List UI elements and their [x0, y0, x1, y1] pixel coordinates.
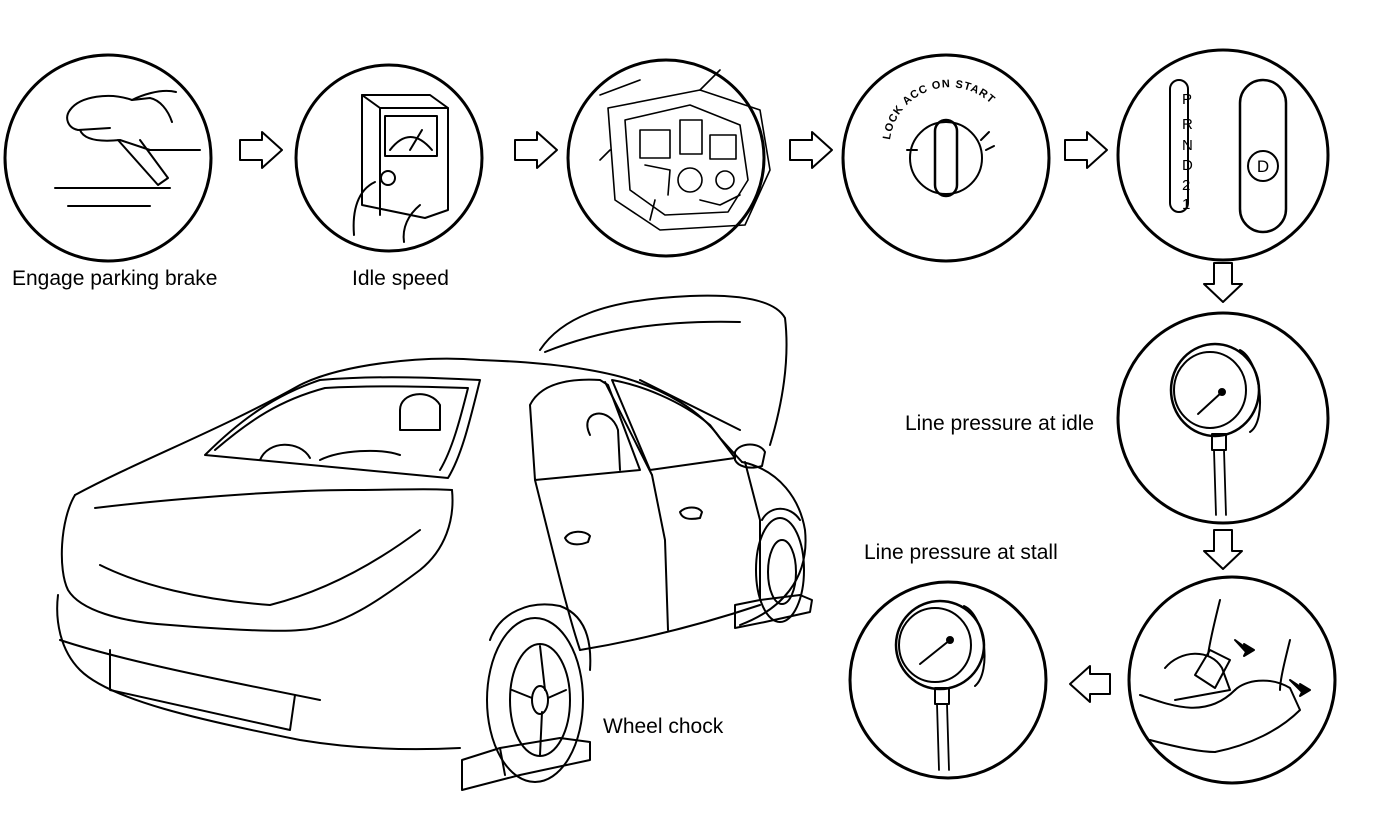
- pressure-gauge-icon: [1169, 342, 1261, 516]
- label-line-pressure-idle: Line pressure at idle: [905, 412, 1095, 435]
- arrow-right-icon: [514, 131, 558, 169]
- selected-gear: D: [1257, 157, 1269, 176]
- step-stall-pedals: [1127, 575, 1337, 785]
- engine-block-icon: [599, 69, 771, 231]
- gear-r: R: [1182, 116, 1193, 133]
- car-illustration: [56, 294, 813, 791]
- gear-n: N: [1182, 137, 1193, 154]
- gear-p: P: [1182, 91, 1192, 108]
- arrow-right-icon: [789, 131, 833, 169]
- label-wheel-chock: Wheel chock: [603, 715, 724, 738]
- step-gauge-stall: [848, 580, 1048, 780]
- wheel-chock-front: [734, 594, 813, 629]
- svg-text:LOCK ACC ON START: LOCK ACC ON START: [881, 78, 997, 140]
- label-line-pressure-stall: Line pressure at stall: [864, 541, 1058, 564]
- ignition-key-icon: LOCK ACC ON START: [881, 78, 997, 198]
- step-idle-speed: [294, 63, 484, 253]
- foot-on-pedal-icon: [1139, 599, 1311, 753]
- tachometer-icon: [352, 94, 449, 243]
- label-idle-speed: Idle speed: [352, 267, 449, 290]
- gear-1: 1: [1182, 196, 1190, 213]
- step-gauge-idle: [1116, 311, 1330, 525]
- step-ignition: LOCK ACC ON START: [841, 53, 1051, 263]
- step-engine-hookup: [566, 58, 771, 258]
- hand-on-lever-icon: [54, 90, 201, 207]
- label-parking-brake: Engage parking brake: [12, 267, 218, 290]
- arrow-down-icon: [1203, 529, 1243, 570]
- arrow-right-icon: [239, 131, 283, 169]
- step-parking-brake: [3, 53, 213, 263]
- gear-2: 2: [1182, 177, 1190, 194]
- arrow-right-icon: [1064, 131, 1108, 169]
- wheel-chock-rear: [461, 737, 591, 791]
- arrow-left-icon: [1069, 665, 1111, 703]
- pressure-gauge-icon: [894, 599, 986, 771]
- selector-labels: P R N D 2 1: [1182, 91, 1193, 213]
- step-gear-selector: P R N D 2 1 D: [1116, 48, 1330, 262]
- ignition-positions: LOCK ACC ON START: [881, 78, 996, 140]
- gear-d: D: [1182, 157, 1193, 174]
- arrow-down-icon: [1203, 262, 1243, 303]
